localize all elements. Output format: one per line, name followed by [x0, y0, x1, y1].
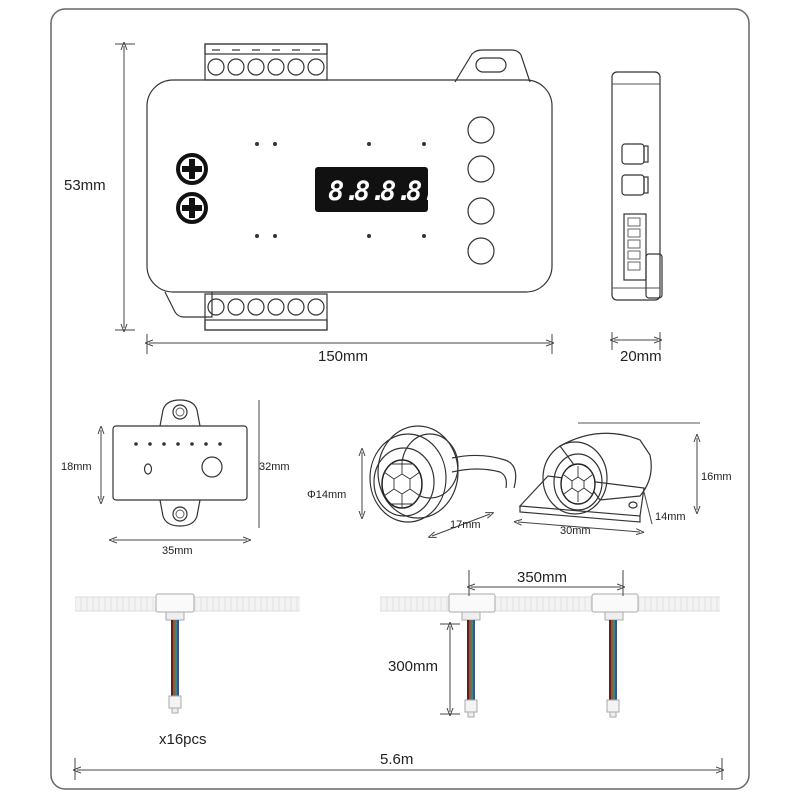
dimension-controller-height: 53mm: [64, 44, 135, 330]
dimension-strip-spacing: 350mm: [469, 569, 623, 596]
bottom-terminal-block: [204, 293, 328, 331]
indicator-dots: [255, 142, 426, 238]
dimension-round-length: 17mm: [432, 514, 490, 536]
dimension-mount-width: 30mm: [518, 522, 640, 537]
dimension-receiver-height: 18mm: [61, 430, 101, 500]
strip-connector: [155, 593, 195, 714]
label-total-length: 5.6m: [380, 751, 413, 768]
label-controller-width: 150mm: [318, 348, 368, 365]
label-lead-length: 300mm: [388, 658, 438, 675]
label-receiver-height: 18mm: [61, 461, 92, 473]
display-digit-2: 8.: [354, 176, 387, 207]
dimension-controller-width: 150mm: [147, 334, 552, 365]
label-receiver-total-height: 32mm: [259, 461, 290, 473]
label-mount-depth: 14mm: [655, 511, 686, 523]
display-digit-4: 8.: [406, 176, 439, 207]
round-sensor: [369, 425, 517, 523]
controller-front-view: 8. 8. 8. 8.: [146, 43, 553, 331]
push-buttons: [467, 116, 495, 265]
receiver-module: [112, 399, 248, 527]
dimension-receiver-width: 35mm: [113, 540, 247, 557]
label-quantity: x16pcs: [159, 731, 207, 748]
label-mount-height: 16mm: [701, 471, 732, 483]
mounting-tab-top: [454, 49, 531, 83]
led-display: 8. 8. 8. 8.: [315, 167, 439, 212]
outer-frame: [50, 8, 750, 790]
label-receiver-width: 35mm: [162, 545, 193, 557]
display-digit-3: 8.: [380, 176, 413, 207]
dimension-mount-height: 16mm: [578, 422, 732, 510]
dimension-mount-depth: 14mm: [643, 491, 686, 525]
screw-icon: [176, 153, 208, 185]
label-round-length: 17mm: [450, 519, 481, 531]
strip-connector: [591, 593, 639, 718]
dimension-round-diameter: Φ14mm: [307, 452, 362, 515]
mounted-sensor: [518, 432, 652, 523]
dimension-receiver-total: 32mm: [258, 400, 290, 528]
label-mount-width: 30mm: [560, 525, 591, 537]
label-round-diameter: Φ14mm: [307, 489, 346, 501]
top-terminal-block: [204, 43, 328, 81]
label-strip-spacing: 350mm: [517, 569, 567, 586]
strip-connector: [448, 593, 496, 718]
dimension-lead-length: 300mm: [388, 624, 460, 714]
label-controller-height: 53mm: [64, 177, 106, 194]
label-controller-depth: 20mm: [620, 348, 662, 365]
display-digit-1: 8.: [328, 176, 361, 207]
controller-side-view: [611, 71, 663, 301]
controller-body: [146, 79, 553, 293]
mounting-tab-bottom: [164, 291, 213, 318]
screw-icon: [176, 192, 208, 224]
dimension-controller-depth: 20mm: [612, 332, 662, 365]
dimension-total-length: 5.6m: [75, 751, 722, 780]
